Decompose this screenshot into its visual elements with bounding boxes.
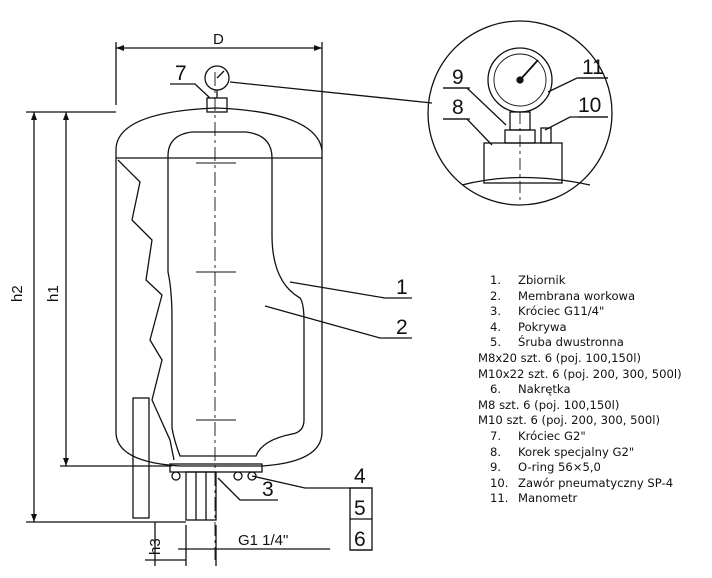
legend-row: 4.Pokrywa xyxy=(490,319,567,334)
callout-10: 10 xyxy=(578,94,601,117)
break-line xyxy=(117,159,175,461)
legend-row: 6.Nakrętka xyxy=(490,382,571,397)
leader-1 xyxy=(289,281,412,299)
legend-row: 8.Korek specjalny G2" xyxy=(490,444,635,459)
leader-10 xyxy=(544,116,608,131)
dim-h3: h3 xyxy=(147,538,164,555)
legend-row: M10 szt. 6 (poj. 200, 300, 500l) xyxy=(478,413,660,428)
callout-5: 5 xyxy=(354,497,366,520)
legend-row: 11.Manometr xyxy=(490,491,578,506)
legend-row: 7.Króciec G2" xyxy=(490,428,586,443)
callout-8: 8 xyxy=(452,96,464,119)
stand-leg xyxy=(132,397,150,519)
leader-11 xyxy=(547,77,608,93)
leader-3 xyxy=(217,477,278,501)
callout-1: 1 xyxy=(396,276,408,299)
leader-4 xyxy=(251,475,350,489)
dim-h1: h1 xyxy=(45,285,62,302)
bottom-cover xyxy=(169,463,263,473)
detail-link xyxy=(229,81,433,104)
top-connection xyxy=(206,97,228,113)
legend-row: 10.Zawór pneumatyczny SP-4 xyxy=(490,475,674,490)
callout-9: 9 xyxy=(452,66,464,89)
membrane-outline xyxy=(167,131,305,457)
callout-6: 6 xyxy=(354,528,366,551)
detail-circle xyxy=(427,20,613,206)
dim-D: D xyxy=(213,31,224,48)
dim-h2: h2 xyxy=(9,285,26,302)
legend-row: 9.O-ring 56×5,0 xyxy=(490,460,601,475)
callout-4: 4 xyxy=(354,465,366,488)
dim-thread: G1 1/4" xyxy=(238,532,288,549)
legend-row: 2.Membrana workowa xyxy=(490,288,636,303)
manometer-small xyxy=(204,65,230,91)
legend-row: M10x22 szt. 6 (poj. 200, 300, 500l) xyxy=(478,366,682,381)
pneumatic-valve xyxy=(540,127,552,144)
tank-outline xyxy=(115,107,323,467)
tank-top-detail xyxy=(461,176,591,186)
callout-7: 7 xyxy=(175,62,187,85)
leader-2 xyxy=(264,305,412,339)
callout-2: 2 xyxy=(396,316,408,339)
legend-row: M8x20 szt. 6 (poj. 100,150l) xyxy=(478,350,642,365)
bottom-connection xyxy=(185,471,217,521)
legend-row: M8 szt. 6 (poj. 100,150l) xyxy=(478,397,620,412)
parts-legend: 1.Zbiornik 2.Membrana workowa 3.Króciec … xyxy=(478,273,708,507)
callout-11: 11 xyxy=(582,56,604,79)
legend-row: 3.Króciec G11/4" xyxy=(490,304,605,319)
legend-row: 5.Śruba dwustronna xyxy=(490,335,624,350)
leader-7 xyxy=(170,83,211,99)
callout-3: 3 xyxy=(262,478,274,501)
leader-8 xyxy=(443,118,493,146)
legend-row: 1.Zbiornik xyxy=(490,273,566,287)
